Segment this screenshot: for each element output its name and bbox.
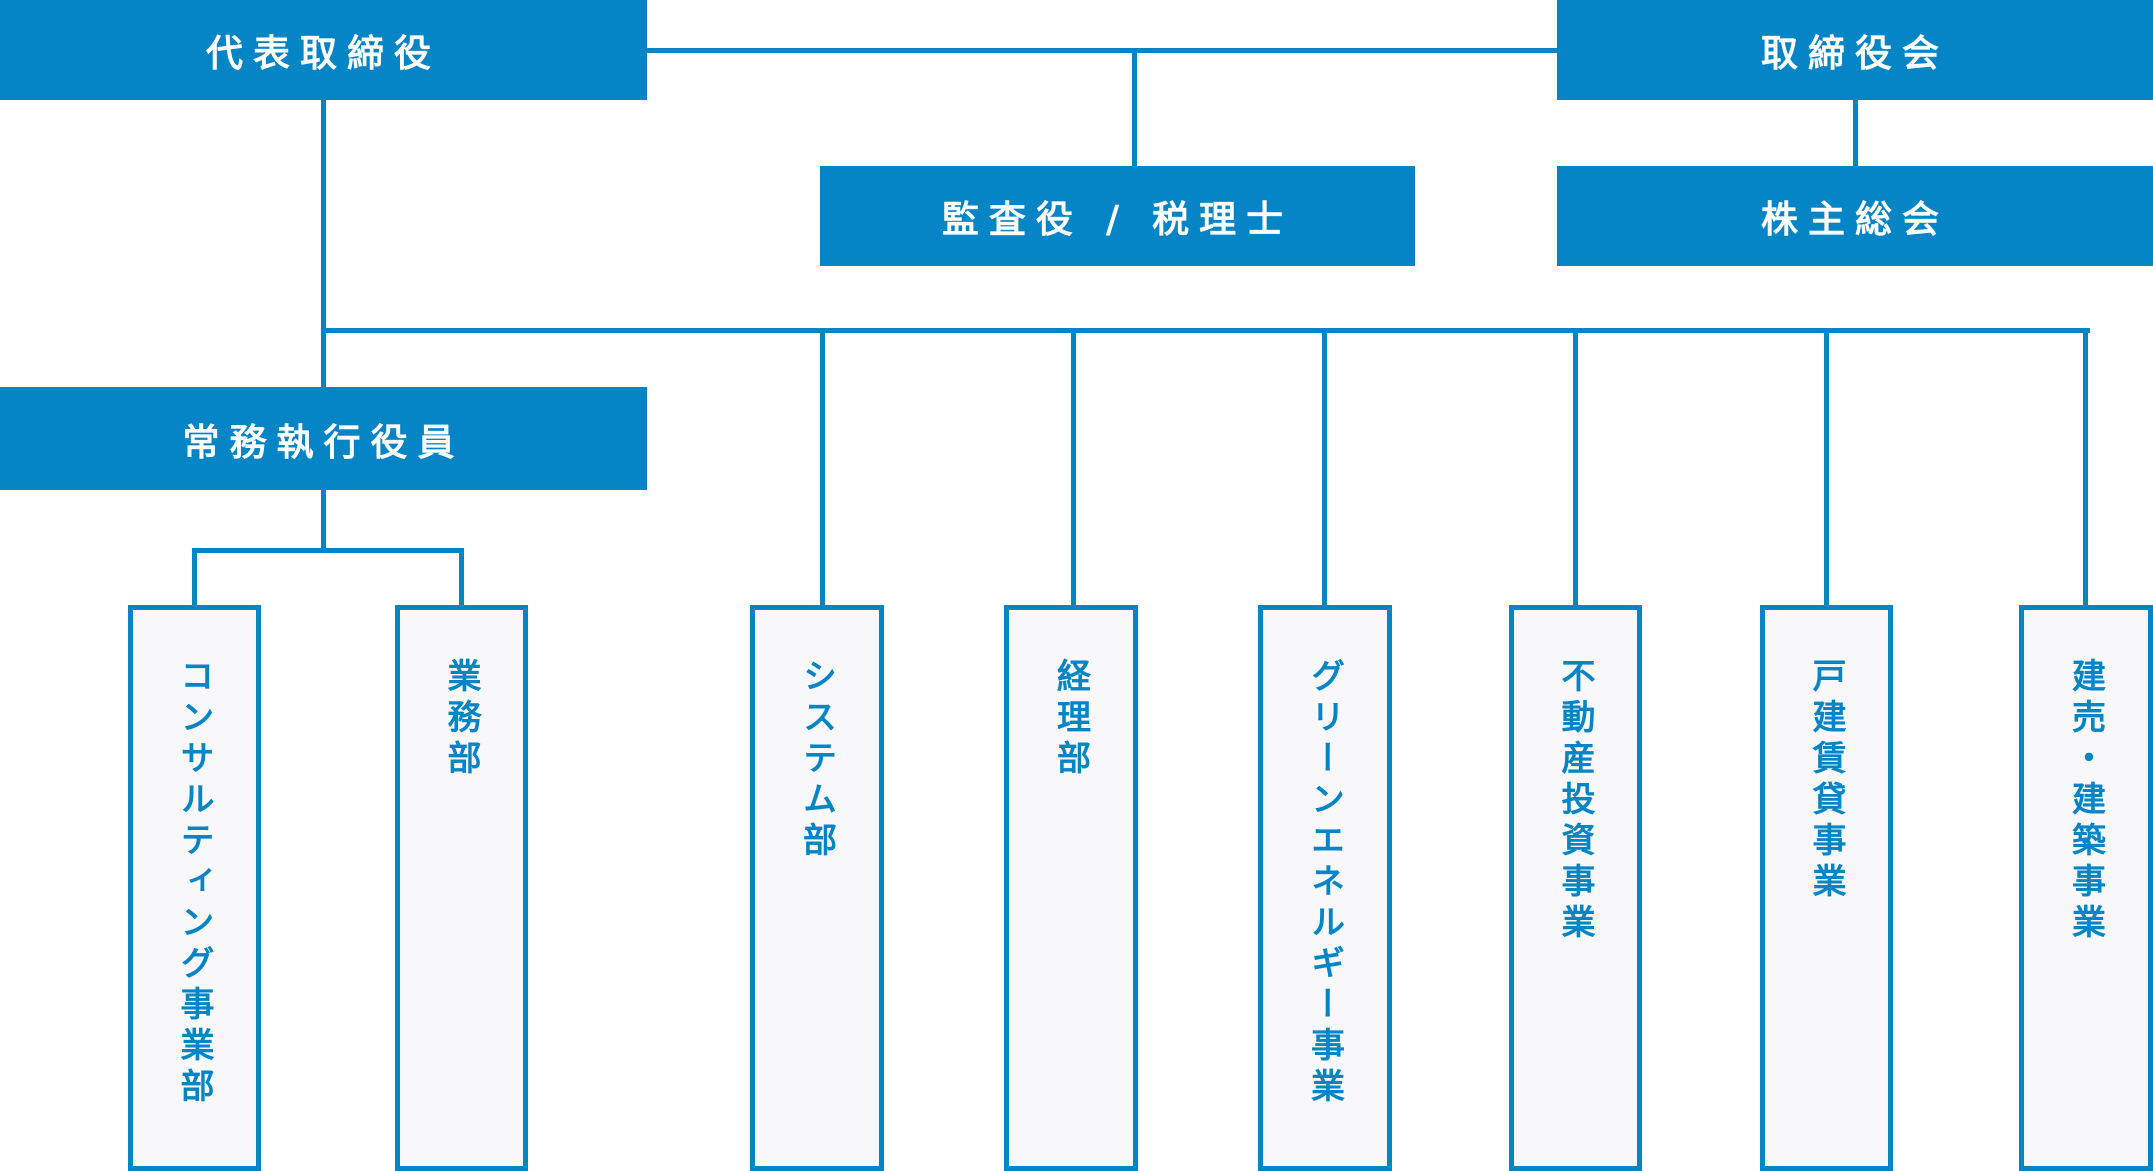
connector-to-auditor [1132, 50, 1137, 167]
dept-rental-label: 戸建賃貸事業 [1806, 658, 1846, 904]
connector-drop-accounting [1071, 330, 1076, 608]
connector-ceo-board [647, 48, 1557, 53]
shareholders-box: 株主総会 [1557, 166, 2153, 266]
ceo-label: 代表取締役 [206, 32, 441, 75]
connector-drop-real-estate [1573, 330, 1578, 608]
board-box: 取締役会 [1557, 0, 2153, 100]
dept-system-label: システム部 [796, 658, 837, 863]
dept-operations-label: 業務部 [441, 658, 481, 781]
dept-accounting-label: 経理部 [1050, 658, 1091, 781]
managing-officer-label: 常務執行役員 [182, 420, 465, 464]
dept-system: システム部 [750, 605, 884, 1171]
dept-operations: 業務部 [395, 605, 528, 1171]
ceo-box: 代表取締役 [0, 0, 647, 100]
connector-department-bus [321, 328, 2090, 333]
connector-drop-construction [2083, 330, 2088, 608]
connector-drop-green-energy [1322, 330, 1327, 608]
auditor-box: 監査役 / 税理士 [820, 166, 1415, 266]
connector-drop-system [820, 330, 825, 608]
connector-board-shareholders [1853, 100, 1858, 167]
dept-construction-label: 建売・建築事業 [2065, 658, 2106, 945]
connector-officer-stem [321, 488, 326, 551]
dept-consulting: コンサルティング事業部 [128, 605, 261, 1171]
dept-consulting-label: コンサルティング事業部 [174, 658, 214, 1109]
dept-rental: 戸建賃貸事業 [1760, 605, 1893, 1171]
dept-green-energy-label: グリーンエネルギー事業 [1304, 658, 1345, 1109]
connector-officer-branch [192, 548, 464, 553]
dept-real-estate-label: 不動産投資事業 [1555, 658, 1595, 945]
connector-ceo-trunk [321, 100, 326, 390]
dept-construction: 建売・建築事業 [2019, 605, 2153, 1171]
auditor-label: 監査役 / 税理士 [941, 198, 1294, 241]
shareholders-label: 株主総会 [1761, 198, 1949, 241]
dept-accounting: 経理部 [1004, 605, 1138, 1171]
board-label: 取締役会 [1761, 32, 1949, 75]
dept-green-energy: グリーンエネルギー事業 [1258, 605, 1392, 1171]
connector-drop-operations [459, 550, 464, 608]
dept-real-estate: 不動産投資事業 [1509, 605, 1642, 1171]
managing-officer-box: 常務執行役員 [0, 387, 647, 490]
connector-drop-consulting [192, 550, 197, 608]
connector-drop-rental [1824, 330, 1829, 608]
